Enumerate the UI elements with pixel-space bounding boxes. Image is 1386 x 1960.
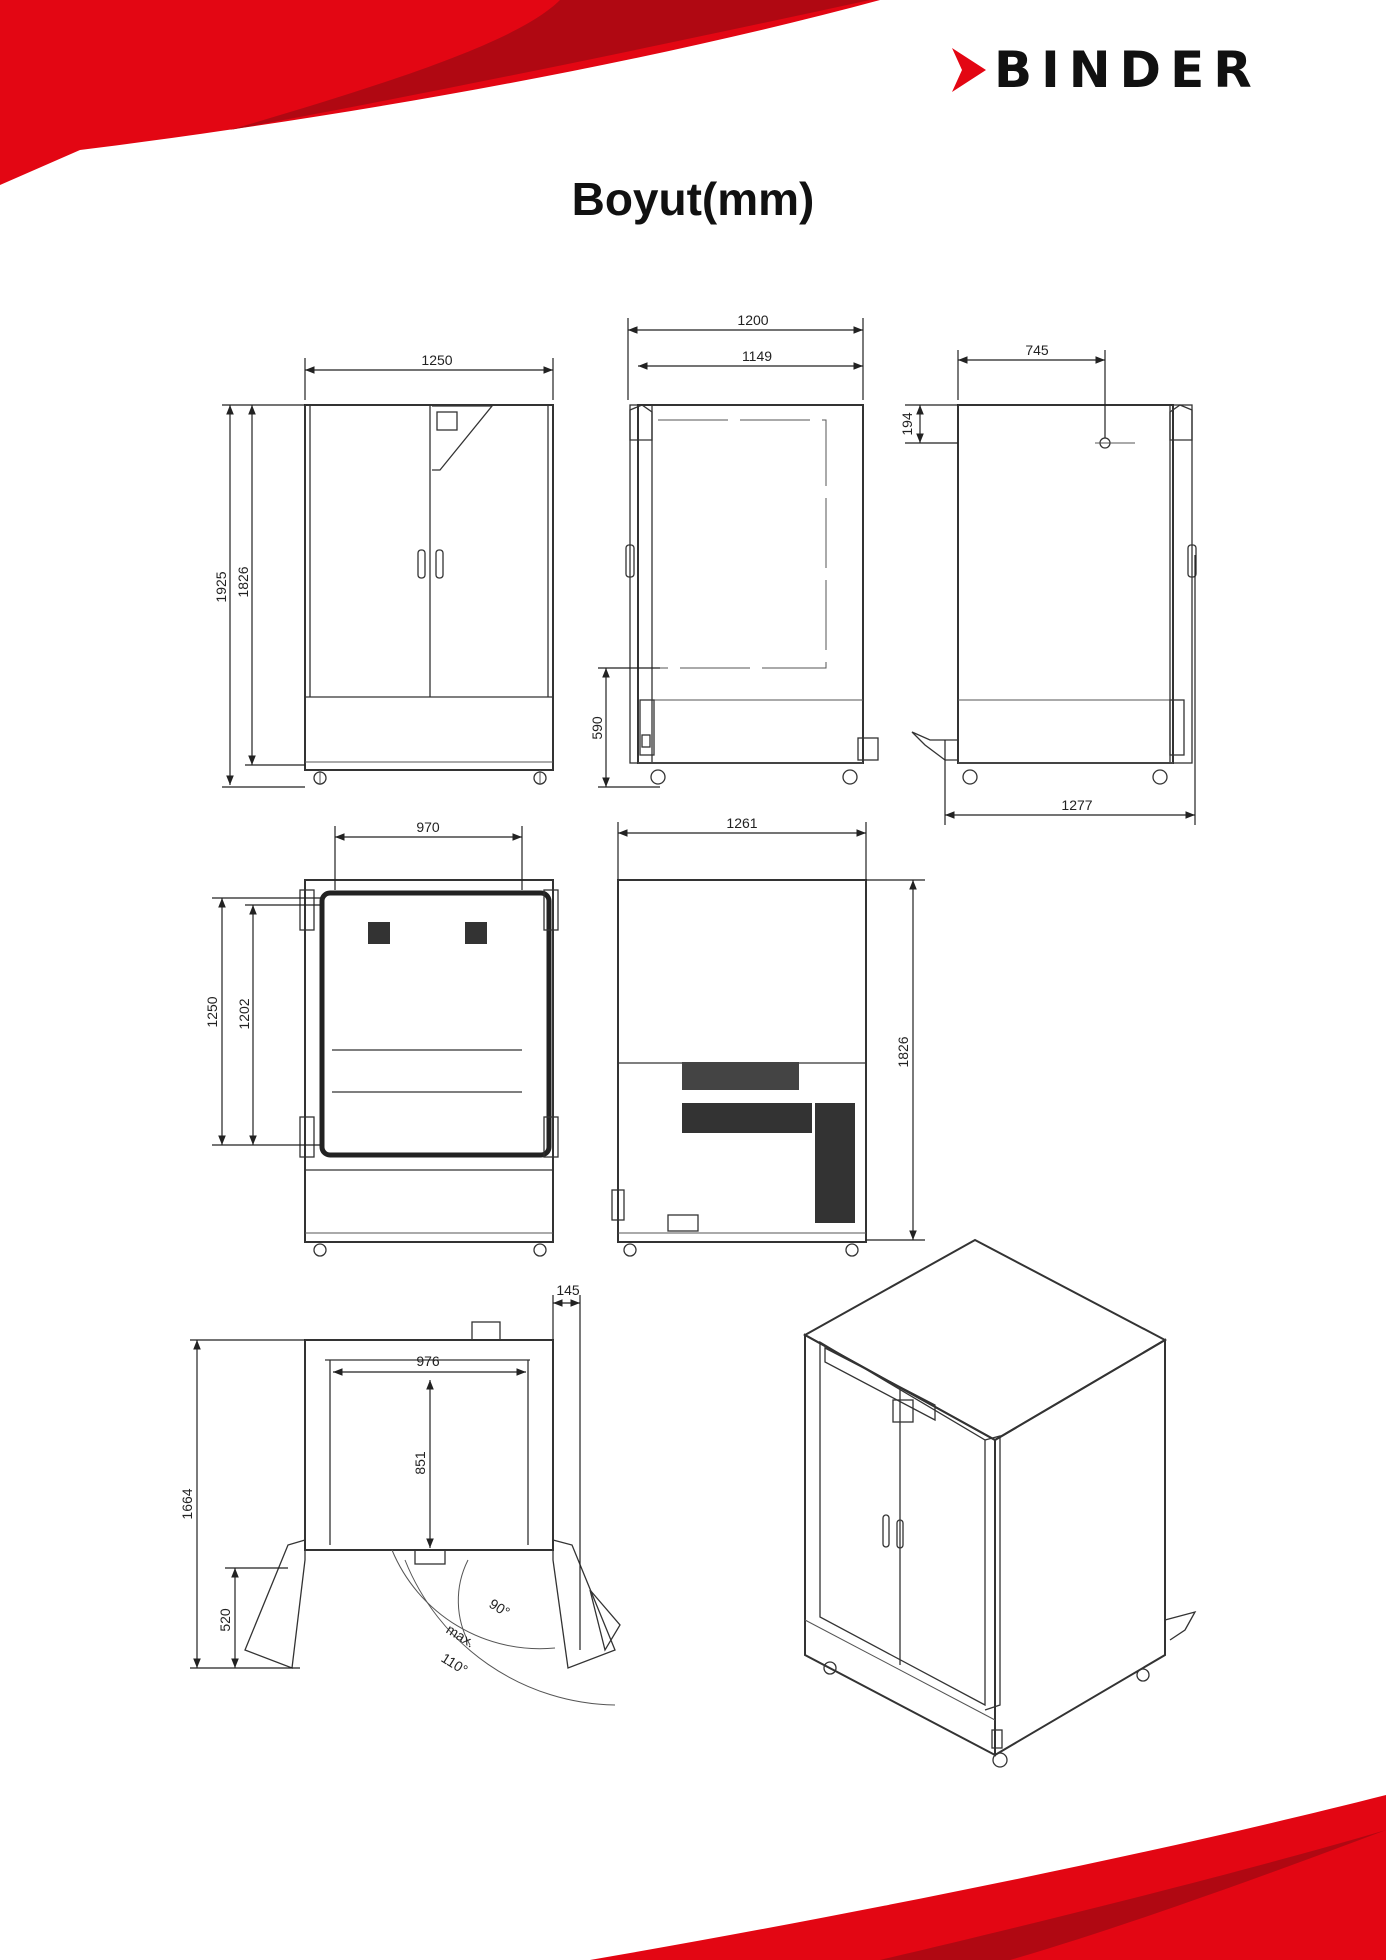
front-total-height-label: 1925: [213, 571, 229, 602]
rear-height-label: 1826: [895, 1036, 911, 1067]
angle-90-label: 90°: [486, 1595, 512, 1620]
top-inner-depth-label: 851: [412, 1451, 428, 1475]
angle-max-label: max.: [444, 1621, 478, 1651]
front-view-dimensions: [222, 358, 554, 788]
side-left-dimensions: [598, 318, 864, 788]
side-body-depth-label: 1149: [742, 348, 772, 364]
front-width-label: 1250: [421, 352, 452, 368]
rear-width-label: 1261: [726, 815, 757, 831]
front-open-view: [299, 879, 559, 1257]
binder-arrow-logo-icon: [952, 48, 986, 92]
front-view: [304, 404, 554, 785]
rear-view: [611, 879, 867, 1257]
isometric-view: [802, 1238, 1197, 1768]
side-base-height-label: 590: [589, 716, 605, 740]
side-total-depth-label: 1200: [737, 312, 768, 328]
brand-name: BINDER: [994, 41, 1261, 99]
front-open-dimensions: [212, 826, 523, 1146]
top-door-offset-label: 145: [556, 1282, 580, 1298]
front-body-height-label: 1826: [235, 566, 251, 597]
side-view-right: [911, 404, 1197, 785]
top-view: [244, 1321, 621, 1706]
side-right-offset-label: 745: [1025, 342, 1049, 358]
side-view-left: [625, 404, 879, 785]
front-open-outer-height-label: 1250: [204, 996, 220, 1027]
page-title: Boyut(mm): [571, 173, 815, 225]
binder-logo: BINDER: [950, 40, 1290, 100]
top-door-leaf-label: 520: [217, 1608, 233, 1632]
top-view-dimensions: [190, 1295, 581, 1669]
side-right-overall-depth-label: 1277: [1061, 797, 1092, 813]
rear-dimensions: [617, 822, 925, 1241]
side-right-top-height-label: 194: [899, 412, 915, 436]
angle-110-label: 110°: [439, 1650, 471, 1678]
front-open-inner-height-label: 1202: [236, 998, 252, 1029]
top-depth-label: 1664: [179, 1488, 195, 1519]
top-inner-width-label: 976: [416, 1353, 440, 1369]
side-right-dimensions: [905, 350, 1196, 825]
front-open-inner-width-label: 970: [416, 819, 440, 835]
